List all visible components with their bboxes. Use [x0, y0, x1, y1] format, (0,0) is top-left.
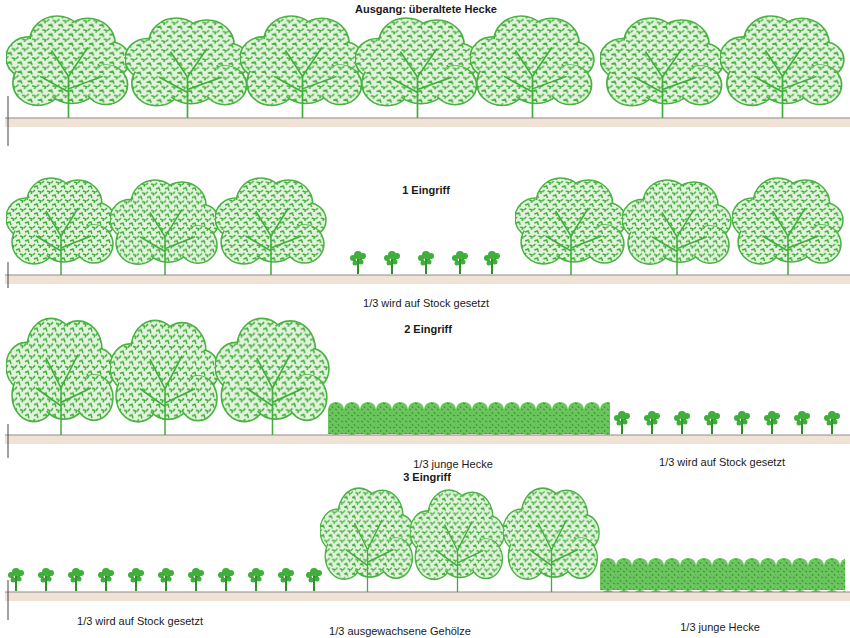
section-note: 1/3 junge Hecke [413, 458, 493, 471]
young-hedge [328, 402, 610, 435]
step-heading: 2 Eingriff [404, 323, 452, 336]
old-hedge [6, 318, 329, 436]
section-note: 1/3 wird auf Stock gesetzt [659, 456, 785, 469]
diagram-title: Ausgang: überaltete Hecke [355, 3, 497, 16]
cut-saplings [614, 411, 840, 434]
section-note: 1/3 wird auf Stock gesetzt [77, 615, 203, 628]
step-heading: 1 Eingriff [402, 184, 450, 197]
section-note: 1/3 ausgewachsene Gehölze [329, 625, 471, 638]
cut-saplings [8, 568, 322, 591]
section-note: 1/3 junge Hecke [680, 621, 760, 634]
section-note: 1/3 wird auf Stock gesetzt [363, 297, 489, 310]
old-hedge [6, 178, 843, 276]
step-heading: 3 Eingriff [403, 471, 451, 484]
tick-marks [8, 96, 9, 620]
grown-hedge [320, 488, 599, 592]
young-hedge [600, 558, 845, 592]
old-hedge [6, 16, 844, 118]
cut-saplings [350, 251, 500, 274]
